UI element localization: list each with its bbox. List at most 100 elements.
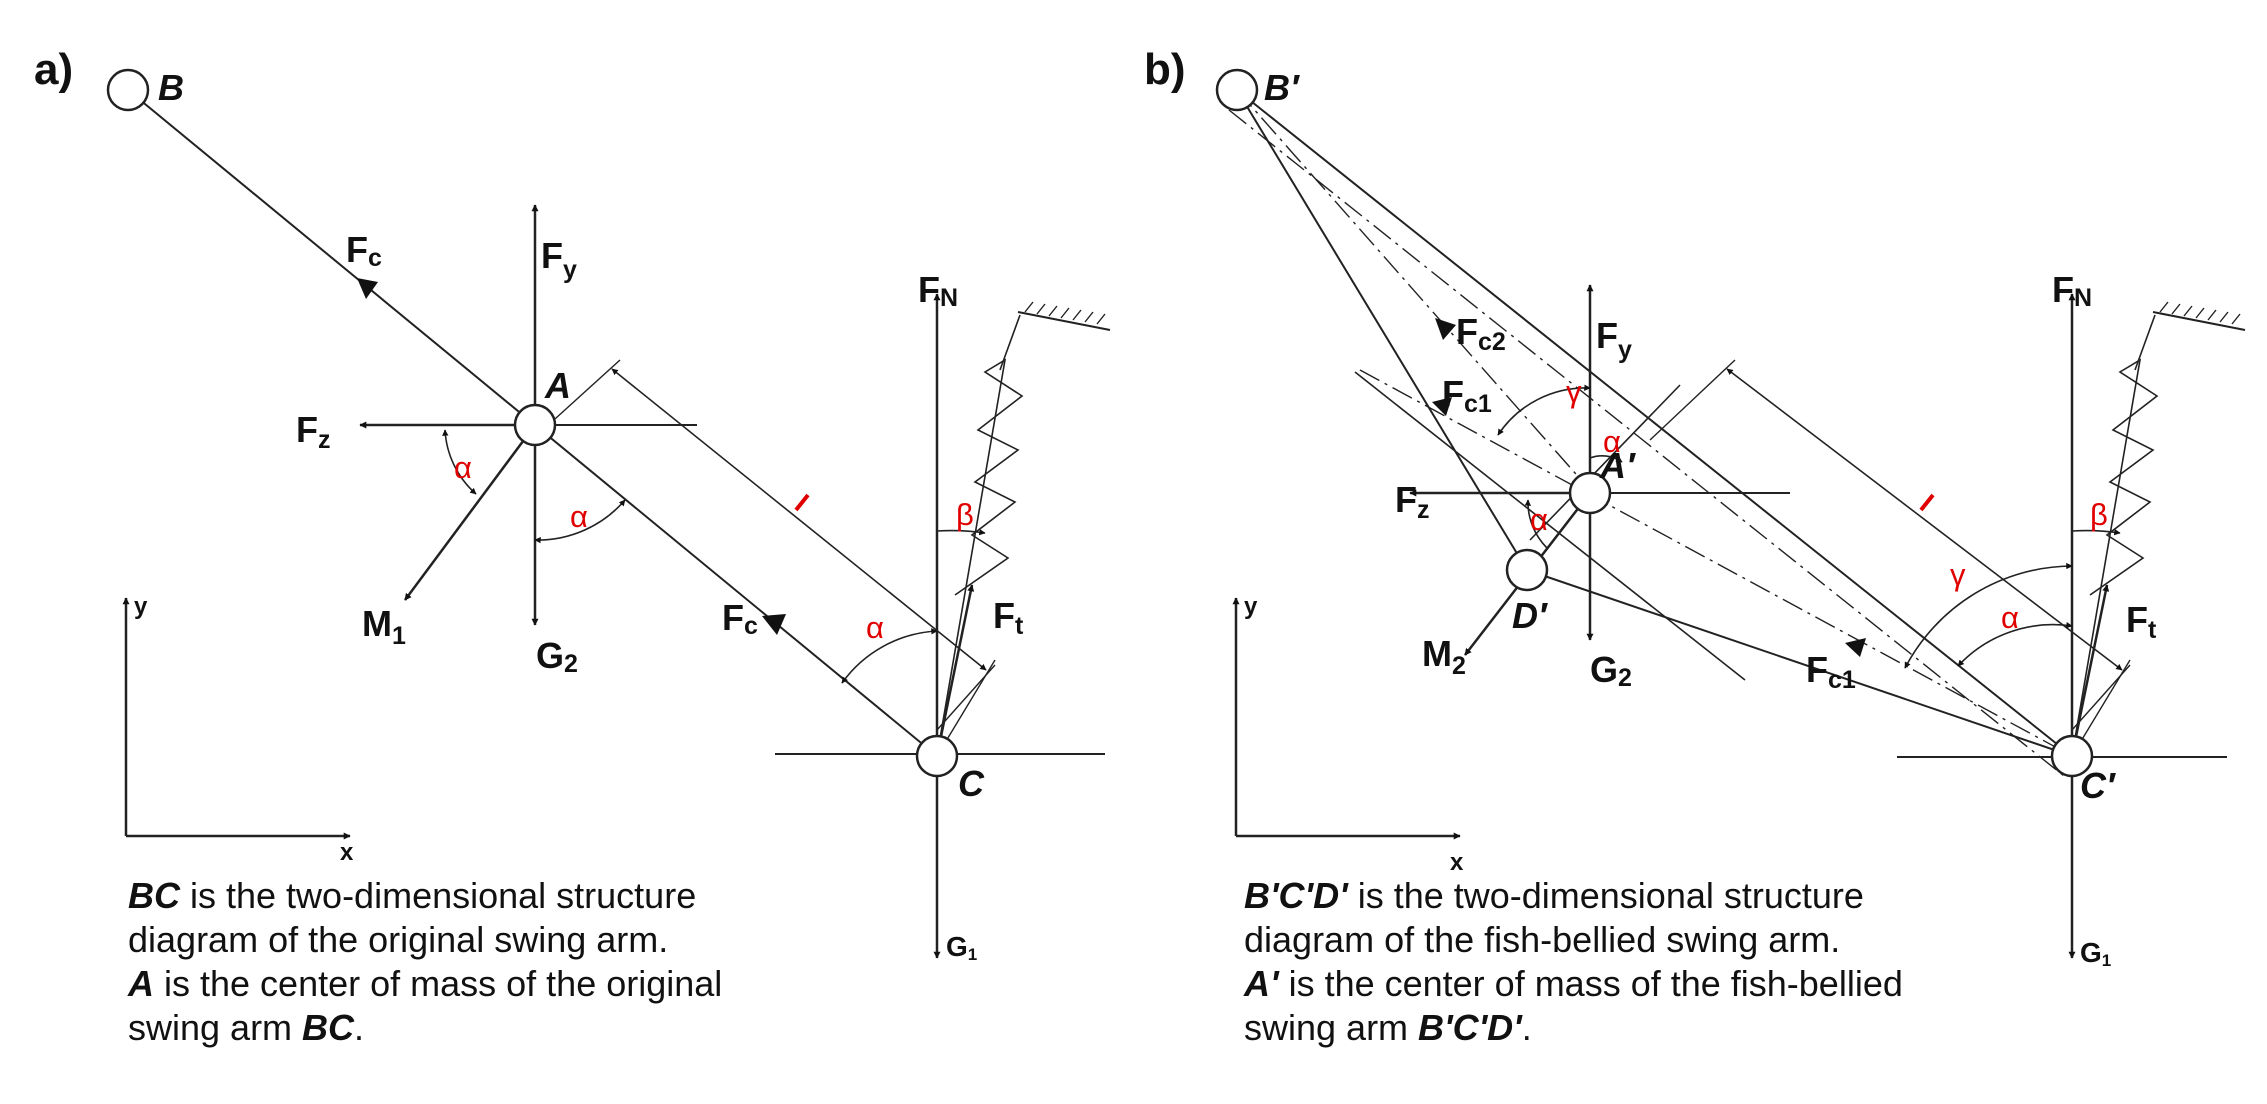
alpha-label-1: α: [454, 450, 472, 485]
y-axis-label-b: y: [1244, 593, 1258, 620]
alpha-label-b3: α: [2001, 600, 2019, 635]
fc1-lower-label: Fc1: [1806, 649, 1856, 694]
g1-label: G1: [946, 931, 977, 964]
point-c-label: C: [958, 763, 985, 804]
centerline-a-c: [1359, 369, 2073, 757]
panel-b: b): [1144, 45, 2246, 959]
panel-b-labels: B′ A′ D′ C′ Fc2 Fc1 Fy FN Fz M2 G2 Fc1 F…: [1244, 67, 2157, 970]
dimension-l-ext-a: [544, 359, 621, 429]
gamma-arc-c-prime: [1904, 562, 2073, 669]
point-d-prime-label: D′: [1512, 595, 1548, 636]
panel-b-tag: b): [1144, 45, 1186, 94]
joint-b: [106, 68, 150, 112]
fc-arrowhead-upper: [357, 278, 378, 299]
joint-a: [513, 403, 557, 447]
caption-a-line-3: A is the center of mass of the original: [128, 963, 723, 1004]
point-a-prime-label: A′: [1599, 445, 1636, 486]
alpha-arc-c-prime: [1957, 621, 2073, 667]
spring-hatch: [1024, 301, 1106, 325]
fy-label-b: Fy: [1596, 315, 1632, 364]
l-tick: [794, 493, 810, 512]
m1-arrow: [403, 424, 537, 601]
panel-a-tag: a): [34, 45, 73, 94]
caption-a: BC is the two-dimensional structure diag…: [128, 874, 722, 1050]
alpha-arc-c: [841, 628, 938, 684]
fc1-arrowhead-lower: [1845, 638, 1866, 657]
alpha-label-b2: α: [1530, 502, 1548, 537]
spring-hatch-b: [2159, 301, 2241, 325]
arm-left-edge: [1236, 89, 1528, 571]
x-axis-label-b: x: [1450, 849, 1464, 876]
caption-a-line-4: swing arm BC.: [128, 1007, 365, 1048]
centerline-b-c: [1228, 109, 2065, 777]
beta-arc-c: [936, 528, 986, 536]
caption-a-line-2: diagram of the original swing arm.: [128, 919, 669, 960]
perp-line: [1529, 384, 1681, 541]
alpha-arc-a-prime-top: [1589, 455, 1623, 463]
joint-b-prime: [1215, 68, 1259, 112]
fc-arrowhead-lower: [762, 614, 786, 635]
ft-arrow: [935, 584, 975, 757]
point-a-label: A: [544, 365, 571, 406]
joint-d-prime: [1505, 548, 1549, 592]
fc1-upper-label: Fc1: [1442, 373, 1492, 418]
fc1-arrowhead-upper: [1432, 397, 1452, 416]
point-b-prime-label: B′: [1264, 67, 1300, 108]
arm-upper-edge: [1236, 89, 2073, 757]
beta-label-b: β: [2090, 497, 2108, 532]
point-b-label: B: [158, 67, 184, 108]
spring-anchor-b: [2152, 311, 2246, 331]
ft-arrow-b: [2070, 584, 2110, 757]
spring-anchor: [1017, 311, 1111, 331]
panel-a-labels: B A C Fc Fy FN Fz M1 G2 Fc Ft G1 L α α α…: [134, 67, 1024, 964]
gamma-label-1: γ: [1566, 374, 1582, 409]
panel-a: a): [34, 45, 1111, 959]
joint-c-prime: [2050, 734, 2094, 778]
caption-a-line-1: BC is the two-dimensional structure: [128, 875, 697, 916]
ft-label: Ft: [993, 595, 1024, 640]
alpha-arc-a-left: [442, 429, 477, 495]
caption-b-line-2: diagram of the fish-bellied swing arm.: [1244, 919, 1841, 960]
fc-lower-label: Fc: [722, 597, 758, 640]
spring: [936, 358, 1024, 757]
m2-label: M2: [1422, 633, 1466, 680]
skew-line: [1354, 371, 1746, 681]
alpha-arc-a-prime-bottom: [1524, 499, 1548, 549]
joint-a-prime: [1568, 471, 1612, 515]
caption-b: B'C'D' is the two-dimensional structure …: [1244, 874, 1903, 1050]
spring-top-link-b: [2134, 314, 2156, 371]
dimension-l-b-ext-a: [1649, 359, 1736, 441]
fc2-arrowhead: [1435, 318, 1456, 340]
alpha-label-3: α: [866, 610, 884, 645]
joint-c: [915, 734, 959, 778]
fc2-label: Fc2: [1456, 311, 1506, 356]
dimension-l: [611, 368, 987, 671]
fy-label: Fy: [541, 235, 577, 284]
l-tick-b: [1919, 493, 1935, 512]
length-l-label: L: [790, 517, 791, 519]
fz-label-b: Fz: [1395, 479, 1430, 524]
beta-label: β: [956, 497, 974, 532]
beta-arc-c-prime: [2071, 528, 2121, 536]
gamma-arc-a-prime: [1497, 384, 1591, 436]
g1-label-b: G1: [2080, 937, 2111, 970]
alpha-label-2: α: [570, 499, 588, 534]
fn-label-b: FN: [2052, 269, 2092, 312]
caption-b-line-1: B'C'D' is the two-dimensional structure: [1244, 875, 1864, 916]
fz-label: Fz: [296, 409, 331, 454]
g2-label: G2: [536, 635, 578, 678]
caption-b-line-4: swing arm B'C'D'.: [1244, 1007, 1532, 1048]
gamma-label-2: γ: [1950, 557, 1966, 592]
ft-label-b: Ft: [2126, 599, 2157, 644]
alpha-label-b1: α: [1603, 424, 1621, 459]
alpha-arc-a-bottom: [534, 499, 626, 544]
g2-label-b: G2: [1590, 649, 1632, 692]
spring-b: [2071, 358, 2159, 757]
y-axis-label: y: [134, 593, 148, 620]
fc-upper-label: Fc: [346, 229, 382, 272]
centerline-b-a: [1236, 89, 1591, 491]
length-l-label-b: L: [1915, 517, 1916, 519]
x-axis-label: x: [340, 839, 354, 866]
caption-b-line-3: A' is the center of mass of the fish-bel…: [1244, 963, 1903, 1004]
